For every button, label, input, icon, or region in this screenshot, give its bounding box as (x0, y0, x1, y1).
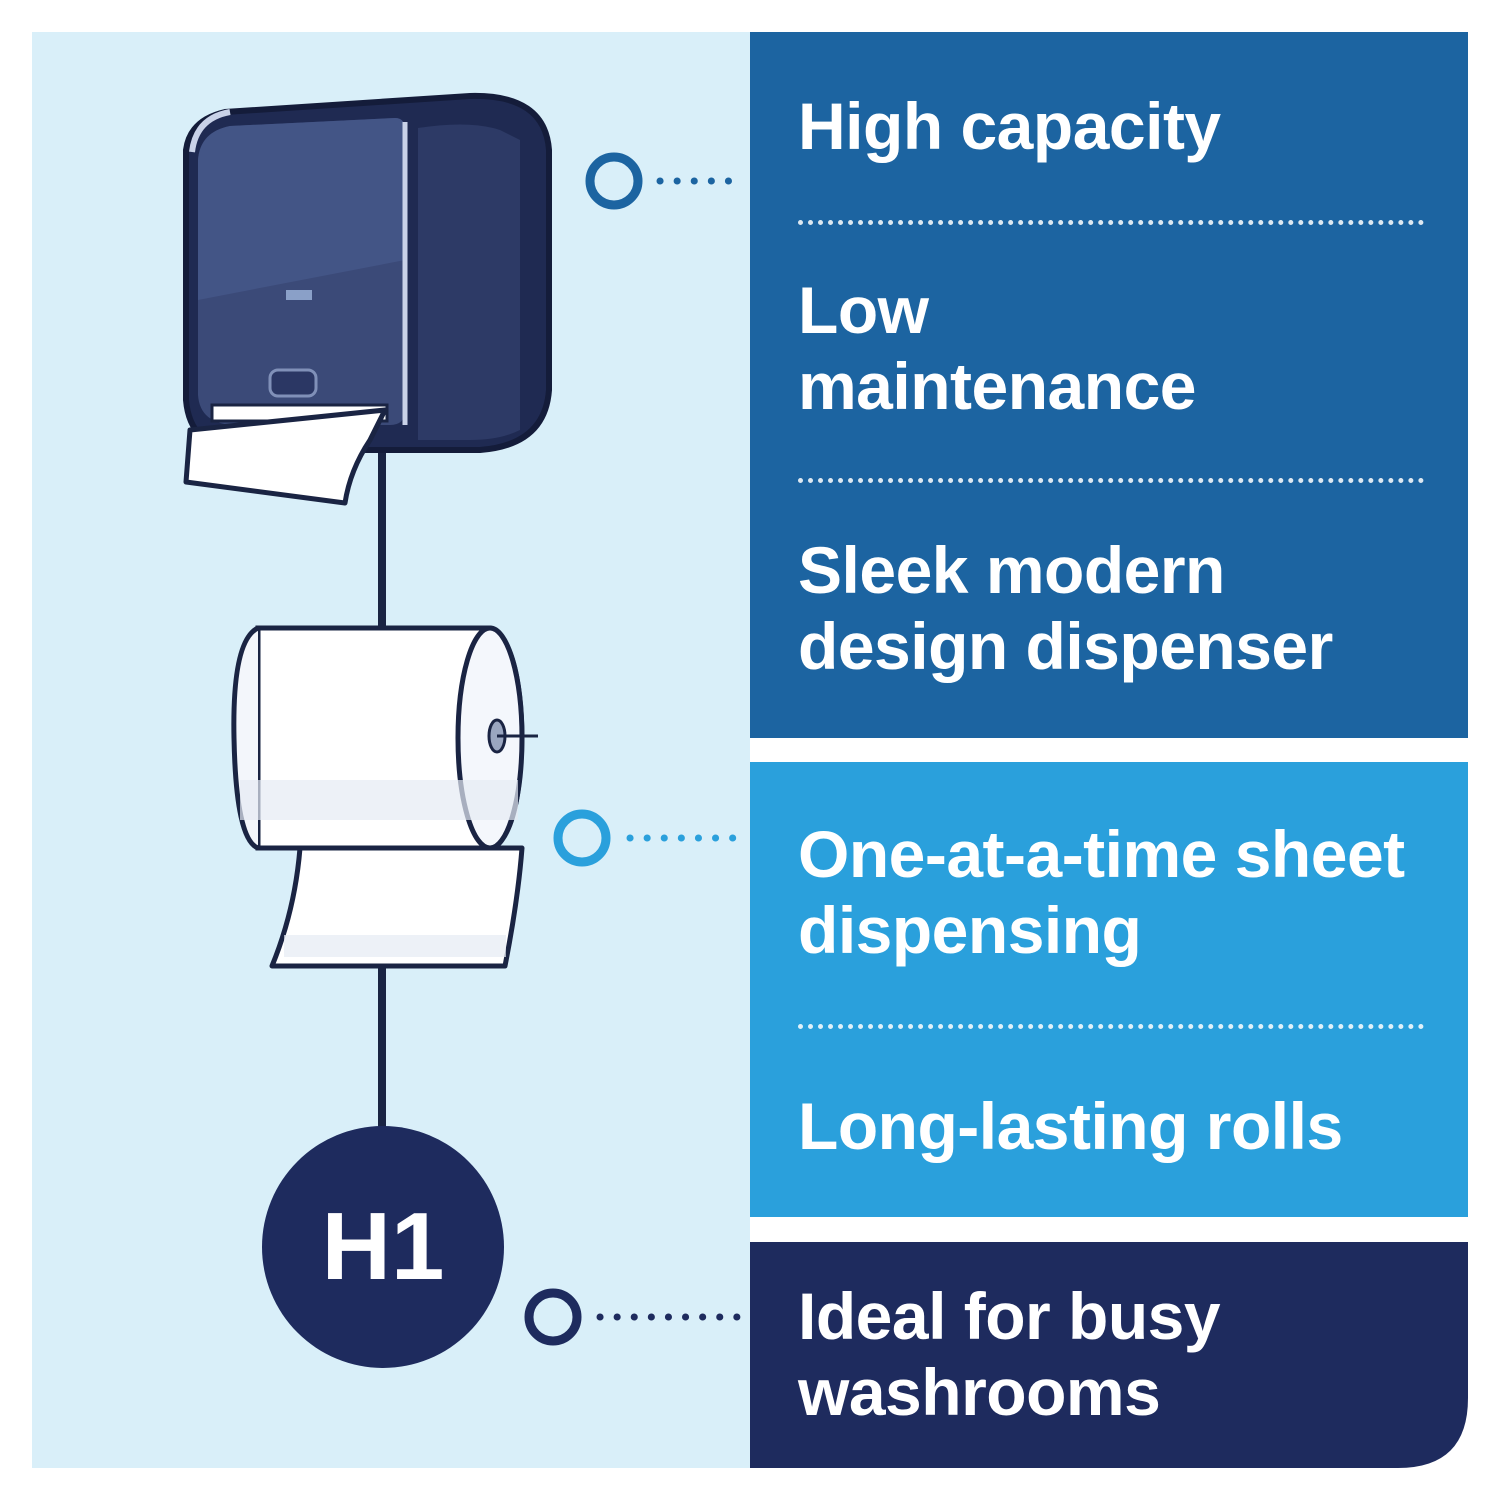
dotted-divider (798, 478, 1424, 483)
feature-long-lasting-rolls: Long-lasting rolls (798, 1089, 1343, 1163)
feature-one-at-a-time: One-at-a-time sheet dispensing (798, 817, 1405, 967)
connector-ring-icon (585, 152, 643, 210)
towel-dispenser-illustration (183, 92, 552, 506)
panel-dispensing-background (750, 762, 1468, 1217)
paper-towel-roll-illustration (231, 625, 538, 969)
dotted-divider (798, 220, 1424, 225)
feature-busy-washrooms: Ideal for busy washrooms (798, 1279, 1221, 1429)
paper-sheet (183, 407, 388, 506)
connector-roll (553, 809, 744, 867)
feature-high-capacity: High capacity (798, 89, 1221, 163)
h1-badge-circle (262, 1126, 504, 1368)
connector-badge (524, 1288, 744, 1346)
feature-sleek-design: Sleek modern design dispenser (798, 533, 1333, 683)
dotted-divider (798, 1024, 1424, 1029)
hand-sensor-icon (268, 368, 318, 398)
connector-dispenser (585, 152, 746, 210)
tork-logo (286, 290, 312, 300)
panel-dispensing: One-at-a-time sheet dispensing Long-last… (750, 762, 1468, 1217)
panel-washrooms-background (750, 1242, 1468, 1468)
panel-capacity-background (750, 32, 1468, 738)
connector-ring-icon (553, 809, 611, 867)
connector-ring-icon (524, 1288, 582, 1346)
panel-capacity: High capacity Low maintenance Sleek mode… (750, 32, 1468, 738)
h1-badge-label: H1 (321, 1193, 445, 1300)
feature-low-maintenance: Low maintenance (798, 273, 1196, 423)
panel-washrooms: Ideal for busy washrooms (750, 1242, 1468, 1468)
